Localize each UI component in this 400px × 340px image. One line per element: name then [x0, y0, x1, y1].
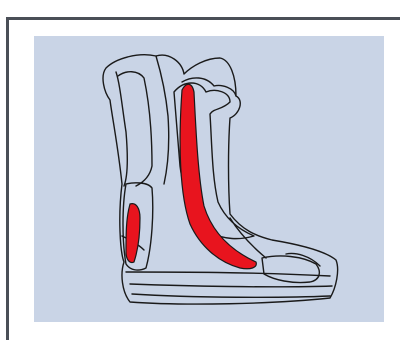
- panel-background: [34, 36, 384, 322]
- illustration-panel: [34, 36, 384, 322]
- frame-top-edge: [6, 17, 400, 20]
- frame-left-edge: [6, 17, 9, 340]
- boot-illustration: [34, 36, 384, 322]
